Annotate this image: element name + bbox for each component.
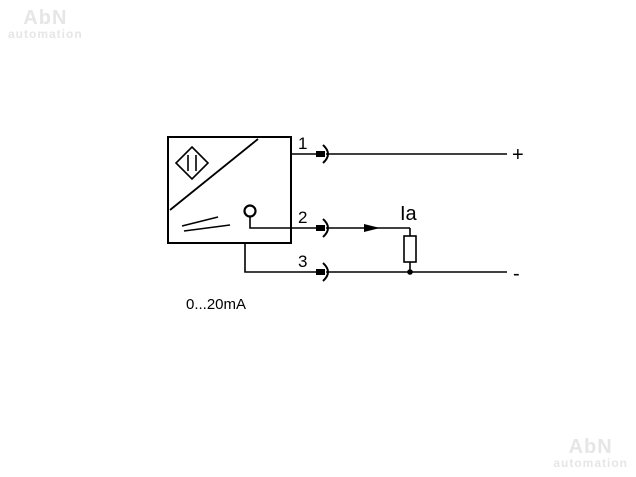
- connector-3-icon: [316, 262, 329, 282]
- watermark-top: AbN automation: [8, 8, 83, 40]
- watermark-subtitle: automation: [553, 456, 628, 470]
- wire-2: [249, 217, 318, 229]
- watermark-brand: AbN: [568, 436, 613, 458]
- output-terminal-circle: [243, 204, 257, 218]
- load-current-label: Ia: [400, 203, 418, 225]
- minus-terminal-label: -: [513, 263, 520, 285]
- watermark-bottom: AbN automation: [553, 437, 628, 469]
- output-range-label: 0...20mA: [186, 296, 246, 313]
- plus-terminal-label: +: [512, 144, 524, 166]
- connector-1-icon: [316, 144, 329, 164]
- load-resistor: [403, 235, 417, 263]
- current-arrow-icon: [364, 224, 380, 232]
- output-symbol-icon: [181, 216, 231, 232]
- watermark-subtitle: automation: [8, 27, 83, 41]
- pin-3-label: 3: [298, 252, 307, 271]
- connector-2-icon: [316, 218, 329, 238]
- wire-3: [244, 243, 318, 273]
- sensor-diagonal: [169, 138, 259, 211]
- sensor-symbol-icon: [174, 145, 210, 181]
- sensor-body: [167, 136, 292, 244]
- pin-2-label: 2: [298, 208, 307, 227]
- watermark-brand: AbN: [23, 7, 68, 29]
- junction-dot: [407, 269, 413, 275]
- pin-1-label: 1: [298, 134, 307, 153]
